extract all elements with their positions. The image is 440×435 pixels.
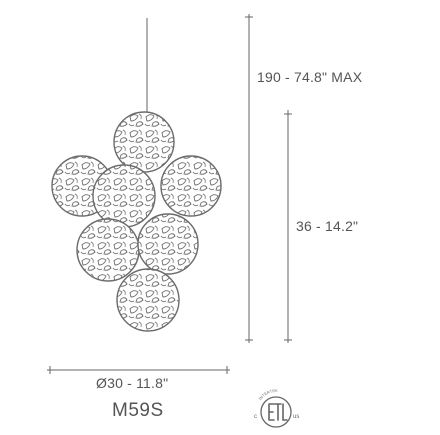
fixture-height-label: 36 - 14.2" — [296, 218, 359, 234]
overall-height-label: 190 - 74.8" MAX — [257, 69, 363, 85]
sphere-center — [92, 164, 156, 228]
fixture-height-dimension — [284, 110, 292, 343]
sphere-cluster — [51, 111, 222, 332]
sphere-top — [113, 111, 175, 173]
diameter-label: Ø30 - 11.8" — [96, 375, 169, 391]
sphere-lower-left — [76, 218, 140, 282]
sphere-bottom — [116, 268, 180, 332]
overall-height-dimension — [245, 14, 253, 343]
cert-right-mark: us — [293, 414, 299, 420]
diameter-dimension — [47, 366, 230, 374]
model-number: M59S — [112, 400, 164, 421]
sphere-lower-right — [137, 213, 199, 275]
cert-left-mark: c — [254, 414, 257, 420]
sphere-right — [160, 155, 222, 217]
etl-listed-mark-icon: INTERTEK c us — [254, 388, 299, 428]
